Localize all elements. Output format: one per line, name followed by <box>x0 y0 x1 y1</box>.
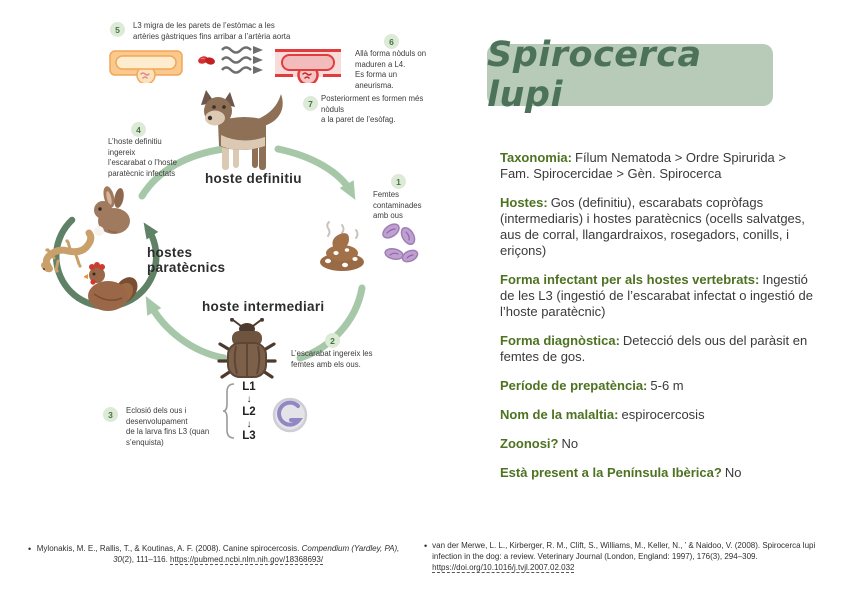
brace-icon <box>222 383 235 439</box>
step-text-5: L3 migra de les parets de l’estòmac a le… <box>133 21 291 41</box>
section-label: Taxonomia: <box>500 150 572 165</box>
larva-stage-list: L1 ↓ L2 ↓ L3 <box>237 381 261 444</box>
info-section-disease-name: Nom de la malaltia:espirocercosis <box>500 407 814 423</box>
life-cycle-diagram: 5 L3 migra de les parets de l’estòmac a … <box>41 21 427 447</box>
info-section-prepatent-period: Període de prepatència:5-6 m <box>500 378 814 394</box>
info-section-zoonosis: Zoonosi?No <box>500 436 814 452</box>
section-body: No <box>724 465 742 480</box>
step-badge-1: 1 <box>391 174 406 189</box>
bullet-icon: • <box>28 544 32 554</box>
down-arrow-icon: ↓ <box>246 418 252 430</box>
info-section-diagnostic-form: Forma diagnòstica:Detecció dels ous del … <box>500 333 814 365</box>
section-label: Forma infectant per als hostes vertebrat… <box>500 272 760 287</box>
gecko-icon <box>41 229 95 273</box>
section-body: Ingestió de les L3 (ingestió de l’escara… <box>500 272 813 319</box>
down-arrow-icon: ↓ <box>246 394 252 406</box>
larva-stage: L1 <box>242 381 256 393</box>
section-label: Període de prepatència: <box>500 378 648 393</box>
reference-2: • van der Merwe, L. L., Kirberger, R. M.… <box>424 541 820 573</box>
label-intermediate-host: hoste intermediari <box>202 299 325 314</box>
section-body: No <box>561 436 579 451</box>
step-text-1: Femtes contaminades amb ous <box>373 190 422 221</box>
step-badge-3: 3 <box>103 407 118 422</box>
aorta-aneurysm-icon <box>275 49 341 83</box>
step-badge-6: 6 <box>384 34 399 49</box>
section-body: Fílum Nematoda > Ordre Spirurida > Fam. … <box>500 150 786 181</box>
info-section-infective-form: Forma infectant per als hostes vertebrat… <box>500 272 814 320</box>
larva-stage: L3 <box>242 430 256 443</box>
section-body: Detecció dels ous del paràsit en femtes … <box>500 333 808 364</box>
step-text-2: L’escarabat ingereix les femtes amb els … <box>291 349 373 369</box>
info-section-hosts: Hostes:Gos (definitiu), escarabats coprò… <box>500 195 814 259</box>
dog-icon <box>201 90 283 170</box>
larva-stage: L2 <box>242 405 256 418</box>
bullet-icon: • <box>424 541 428 551</box>
feces-icon <box>320 221 364 271</box>
reference-link[interactable]: https://doi.org/10.1016/j.tvjl.2007.02.0… <box>432 562 575 573</box>
migration-arrows-icon <box>221 46 263 74</box>
section-label: Forma diagnòstica: <box>500 333 620 348</box>
step-text-6: Allà forma nòduls on maduren a L4. Es fo… <box>355 49 427 90</box>
reference-1: • Mylonakis, M. E., Rallis, T., & Koutin… <box>28 544 400 566</box>
info-section-taxonomy: Taxonomia:Fílum Nematoda > Ordre Spiruri… <box>500 150 814 182</box>
step-badge-5: 5 <box>110 22 125 37</box>
page-title: Spirocerca lupi <box>487 35 702 115</box>
info-panel: Taxonomia:Fílum Nematoda > Ordre Spiruri… <box>500 150 814 494</box>
reference-link[interactable]: https://pubmed.ncbi.nlm.nih.gov/18368693… <box>170 554 324 565</box>
label-paratenic-hosts: hostes paratècnics <box>147 245 226 275</box>
step-text-3: Eclosió dels ous i desenvolupament de la… <box>126 406 210 447</box>
hen-icon <box>84 262 138 311</box>
reference-text: Mylonakis, M. E., Rallis, T., & Koutinas… <box>36 544 400 565</box>
info-section-iberian-presence: Està present a la Península Ibèrica?No <box>500 465 814 481</box>
section-body: Gos (definitiu), escarabats copròfags (i… <box>500 195 805 258</box>
section-label: Està present a la Península Ibèrica? <box>500 465 722 480</box>
eggs-icon <box>382 223 419 263</box>
stomach-wall-icon <box>109 50 183 83</box>
step-badge-4: 4 <box>131 122 146 137</box>
reference-text: van der Merwe, L. L., Kirberger, R. M., … <box>432 541 816 573</box>
step-badge-2: 2 <box>325 333 340 348</box>
section-label: Hostes: <box>500 195 548 210</box>
section-label: Nom de la malaltia: <box>500 407 619 422</box>
title-panel: Spirocerca lupi <box>487 35 773 115</box>
step-text-7: Posteriorment es formen més nòduls a la … <box>321 94 424 125</box>
label-definitive-host: hoste definitiu <box>205 171 302 186</box>
section-body: 5-6 m <box>650 378 684 393</box>
larvae-icon <box>198 56 215 65</box>
section-body: espirocercosis <box>621 407 705 422</box>
step-text-4: L’hoste definitiu ingereix l’escarabat o… <box>108 137 177 178</box>
section-label: Zoonosi? <box>500 436 559 451</box>
rabbit-icon <box>94 186 130 236</box>
beetle-icon <box>217 318 277 379</box>
encysted-larva-icon <box>272 397 308 433</box>
step-badge-7: 7 <box>303 96 318 111</box>
